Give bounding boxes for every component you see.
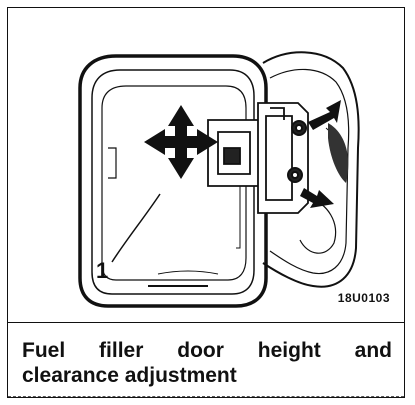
callout-leader-line (111, 193, 161, 263)
hinge-bracket (207, 102, 309, 214)
four-way-arrow-icon (144, 105, 218, 179)
bottom-rule (8, 396, 404, 397)
caption-line-2: clearance adjustment (22, 364, 237, 387)
housing-shading (328, 123, 349, 183)
figure-caption: Fuel filler door height and clearance ad… (22, 338, 392, 388)
figure-code: 18U0103 (337, 291, 390, 305)
fuel-filler-door-diagram (78, 51, 360, 308)
pointer-arrow-icon (300, 188, 334, 208)
figure-frame: 1 18U0103 Fuel filler door height and cl… (7, 7, 405, 398)
callout-number: 1 (96, 258, 109, 283)
caption-line-1: Fuel filler door height and (22, 339, 392, 362)
illustration-panel: 1 18U0103 (8, 8, 404, 323)
hinge-bolts (287, 120, 307, 183)
pointer-arrow-icon (308, 100, 341, 130)
